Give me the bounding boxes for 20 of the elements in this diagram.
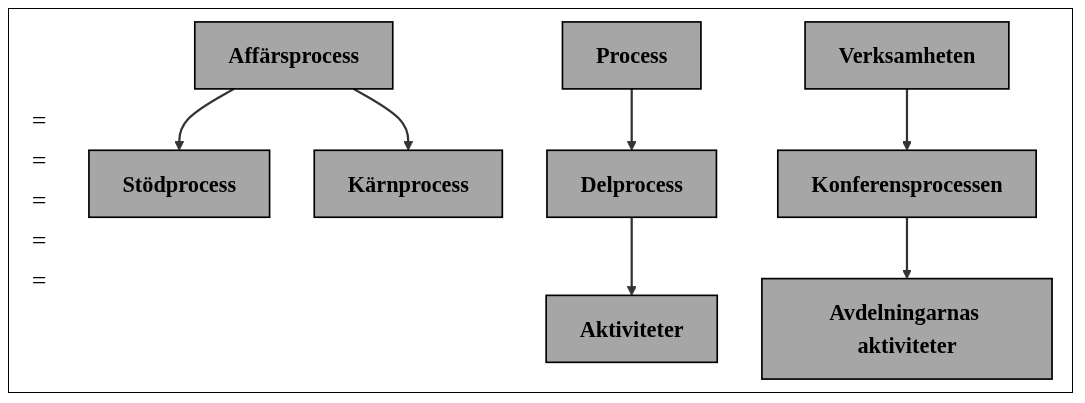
node-box: Process (561, 21, 702, 90)
node-box: Kärnprocess (313, 149, 504, 219)
node-box: Affärsprocess (193, 21, 394, 90)
node-box: Avdelningarnas aktiviteter (761, 277, 1053, 380)
node-box: Delprocess (546, 149, 718, 219)
arrow (352, 87, 414, 151)
equals-sign: = (31, 265, 47, 296)
equals-sign: = (31, 225, 47, 256)
arrow (626, 217, 637, 296)
equals-sign: = (31, 185, 47, 216)
equals-sign: = (31, 105, 47, 136)
node-box: Stödprocess (88, 149, 271, 219)
arrow (174, 87, 235, 151)
node-box: Aktiviteter (545, 294, 719, 364)
equals-sign: = (31, 145, 47, 176)
node-box: Konferensprocessen (776, 149, 1037, 219)
arrow (626, 88, 637, 151)
arrow (902, 88, 912, 151)
node-box: Verksamheten (804, 21, 1010, 90)
arrow (902, 217, 912, 280)
